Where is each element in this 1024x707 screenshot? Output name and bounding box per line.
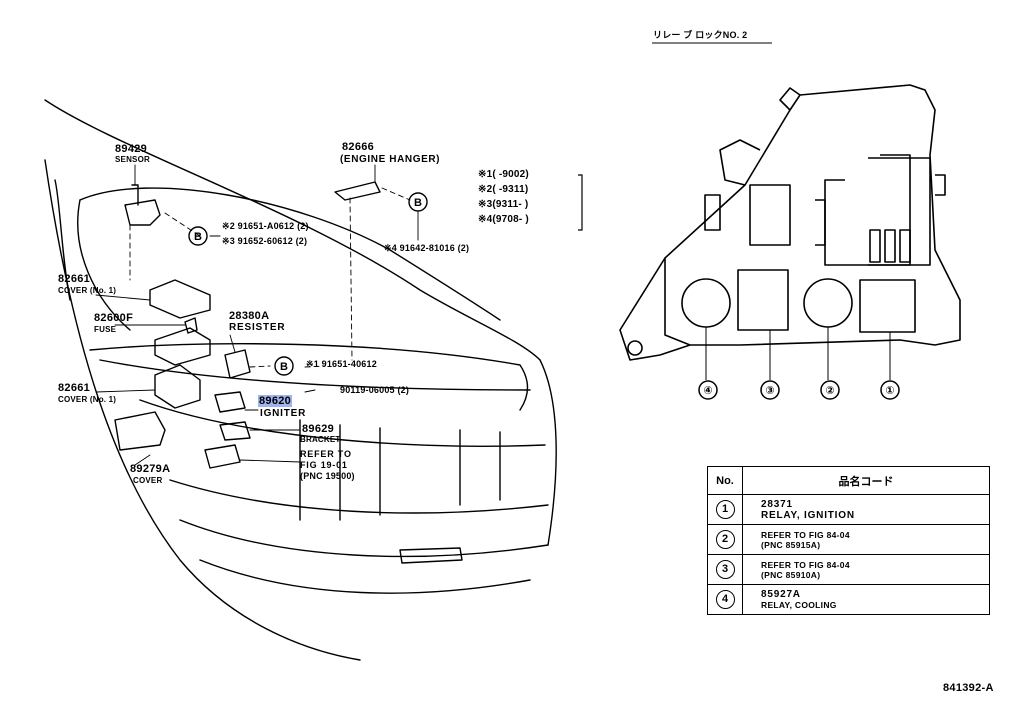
row-number-circle: 3 [715, 560, 735, 579]
igniter-shape [214, 391, 246, 413]
fuse-name: FUSE [94, 325, 117, 334]
bolt-label-3: ※3 91652-60612 (2) [222, 236, 308, 246]
car-side-line [44, 159, 361, 661]
b-marker-circle-2 [408, 192, 428, 212]
row-code: 85927A [761, 589, 801, 600]
bolt-label-2: ※2 91651-A0612 (2) [222, 221, 309, 231]
row-code: REFER TO FIG 84-04 [761, 559, 850, 570]
tail-lamp-line [299, 419, 501, 521]
cover-upper-shape [149, 279, 211, 319]
refer-line-2: FIG 19-01 [300, 460, 348, 470]
engine-hanger-number: 82666 [342, 141, 375, 153]
cover-lower-name: COVER (No. 1) [58, 395, 117, 404]
sensor-shape [124, 199, 161, 226]
relay-socket-4 [681, 278, 731, 328]
row-number-circle: 2 [715, 530, 735, 549]
connector-shape [204, 444, 241, 469]
refer-line-1: REFER TO [300, 449, 352, 459]
cover-upper-number: 82661 [58, 273, 91, 285]
plate-recess [399, 547, 463, 564]
figure-code: 841392-A [943, 682, 994, 694]
relay-socket-3 [737, 269, 789, 331]
row-code: REFER TO FIG 84-04 [761, 529, 850, 540]
table-row: 3 REFER TO FIG 84-04(PNC 85910A) [707, 554, 990, 585]
note-3: ※3(9311- ) [478, 199, 529, 210]
rear-bumper-top [169, 479, 549, 514]
relay-block-outline [664, 84, 961, 346]
bumper-lower [199, 559, 531, 594]
b-marker-1: B [194, 231, 202, 243]
row-desc: (PNC 85915A) [761, 539, 821, 550]
row-desc: RELAY, COOLING [761, 600, 837, 610]
rear-panel [139, 399, 546, 447]
header-no: No. [707, 466, 743, 495]
b-marker-3: B [280, 361, 288, 373]
b-marker-circle-1 [188, 226, 208, 246]
trunk-edge [99, 359, 531, 391]
cover-bottom-shape [114, 411, 166, 451]
row-code: 28371 [761, 498, 793, 510]
bolt-label-1: ※1 91651-40612 [306, 359, 377, 369]
header-code: 品名コード [742, 466, 990, 495]
igniter-number-highlight[interactable]: 89620 [258, 395, 293, 407]
note-2: ※2( -9311) [478, 184, 529, 195]
resister-shape [224, 349, 251, 379]
fuse-block-shape [154, 327, 211, 366]
bracket-name: BRACKET [300, 435, 341, 444]
row-number-circle: 1 [715, 500, 735, 519]
cover-upper-name: COVER (No. 1) [58, 286, 117, 295]
resister-name: RESISTER [229, 322, 286, 333]
trunk-side [54, 179, 71, 301]
engine-hanger-shape [334, 181, 381, 201]
row-desc: (PNC 85910A) [761, 569, 821, 580]
bracket-shape [219, 421, 251, 441]
b-marker-2: B [414, 197, 422, 209]
igniter-name: IGNITER [260, 408, 307, 419]
note-1: ※1( -9002) [478, 169, 529, 180]
relay-callout-3: ③ [765, 384, 774, 397]
relay-callout-2: ② [825, 384, 834, 397]
fuse-number: 82600F [94, 312, 134, 324]
car-roof-line [44, 99, 541, 361]
relay-callout-4: ④ [703, 384, 712, 397]
relay-socket-1 [859, 279, 916, 333]
igniter-number: 89620 [258, 395, 293, 407]
cover-lower-number: 82661 [58, 382, 91, 394]
sensor-name: SENSOR [115, 155, 150, 164]
engine-hanger-name: (ENGINE HANGER) [340, 154, 441, 165]
sensor-number: 89429 [115, 143, 148, 155]
car-inner-window [77, 199, 131, 331]
relay-callout-1: ① [885, 384, 894, 397]
trunk-lid [89, 343, 529, 411]
note-4: ※4(9708- ) [478, 214, 529, 225]
b-marker-circle-3 [274, 356, 294, 376]
screw-label: 90119-06005 (2) [340, 385, 410, 395]
rear-bumper-bottom [179, 519, 549, 558]
table-row: 2 REFER TO FIG 84-04(PNC 85915A) [707, 524, 990, 555]
relay-socket-2 [803, 278, 853, 328]
bracket-number: 89629 [302, 423, 335, 435]
cover-lower-shape [154, 364, 201, 409]
table-header-row: No. 品名コード [707, 466, 990, 495]
body-right-edge [539, 359, 557, 546]
bolt-label-4: ※4 91642-81016 (2) [384, 243, 470, 253]
relay-block-title: リレー ブ ロックNO. 2 [653, 30, 748, 40]
row-number-circle: 4 [715, 590, 735, 609]
car-rear-window [79, 187, 501, 321]
cover-bottom-name: COVER [133, 476, 163, 485]
row-desc: RELAY, IGNITION [761, 509, 855, 521]
refer-line-3: (PNC 19500) [300, 471, 355, 481]
resister-number: 28380A [229, 310, 270, 322]
cover-bottom-number: 89279A [130, 463, 171, 475]
